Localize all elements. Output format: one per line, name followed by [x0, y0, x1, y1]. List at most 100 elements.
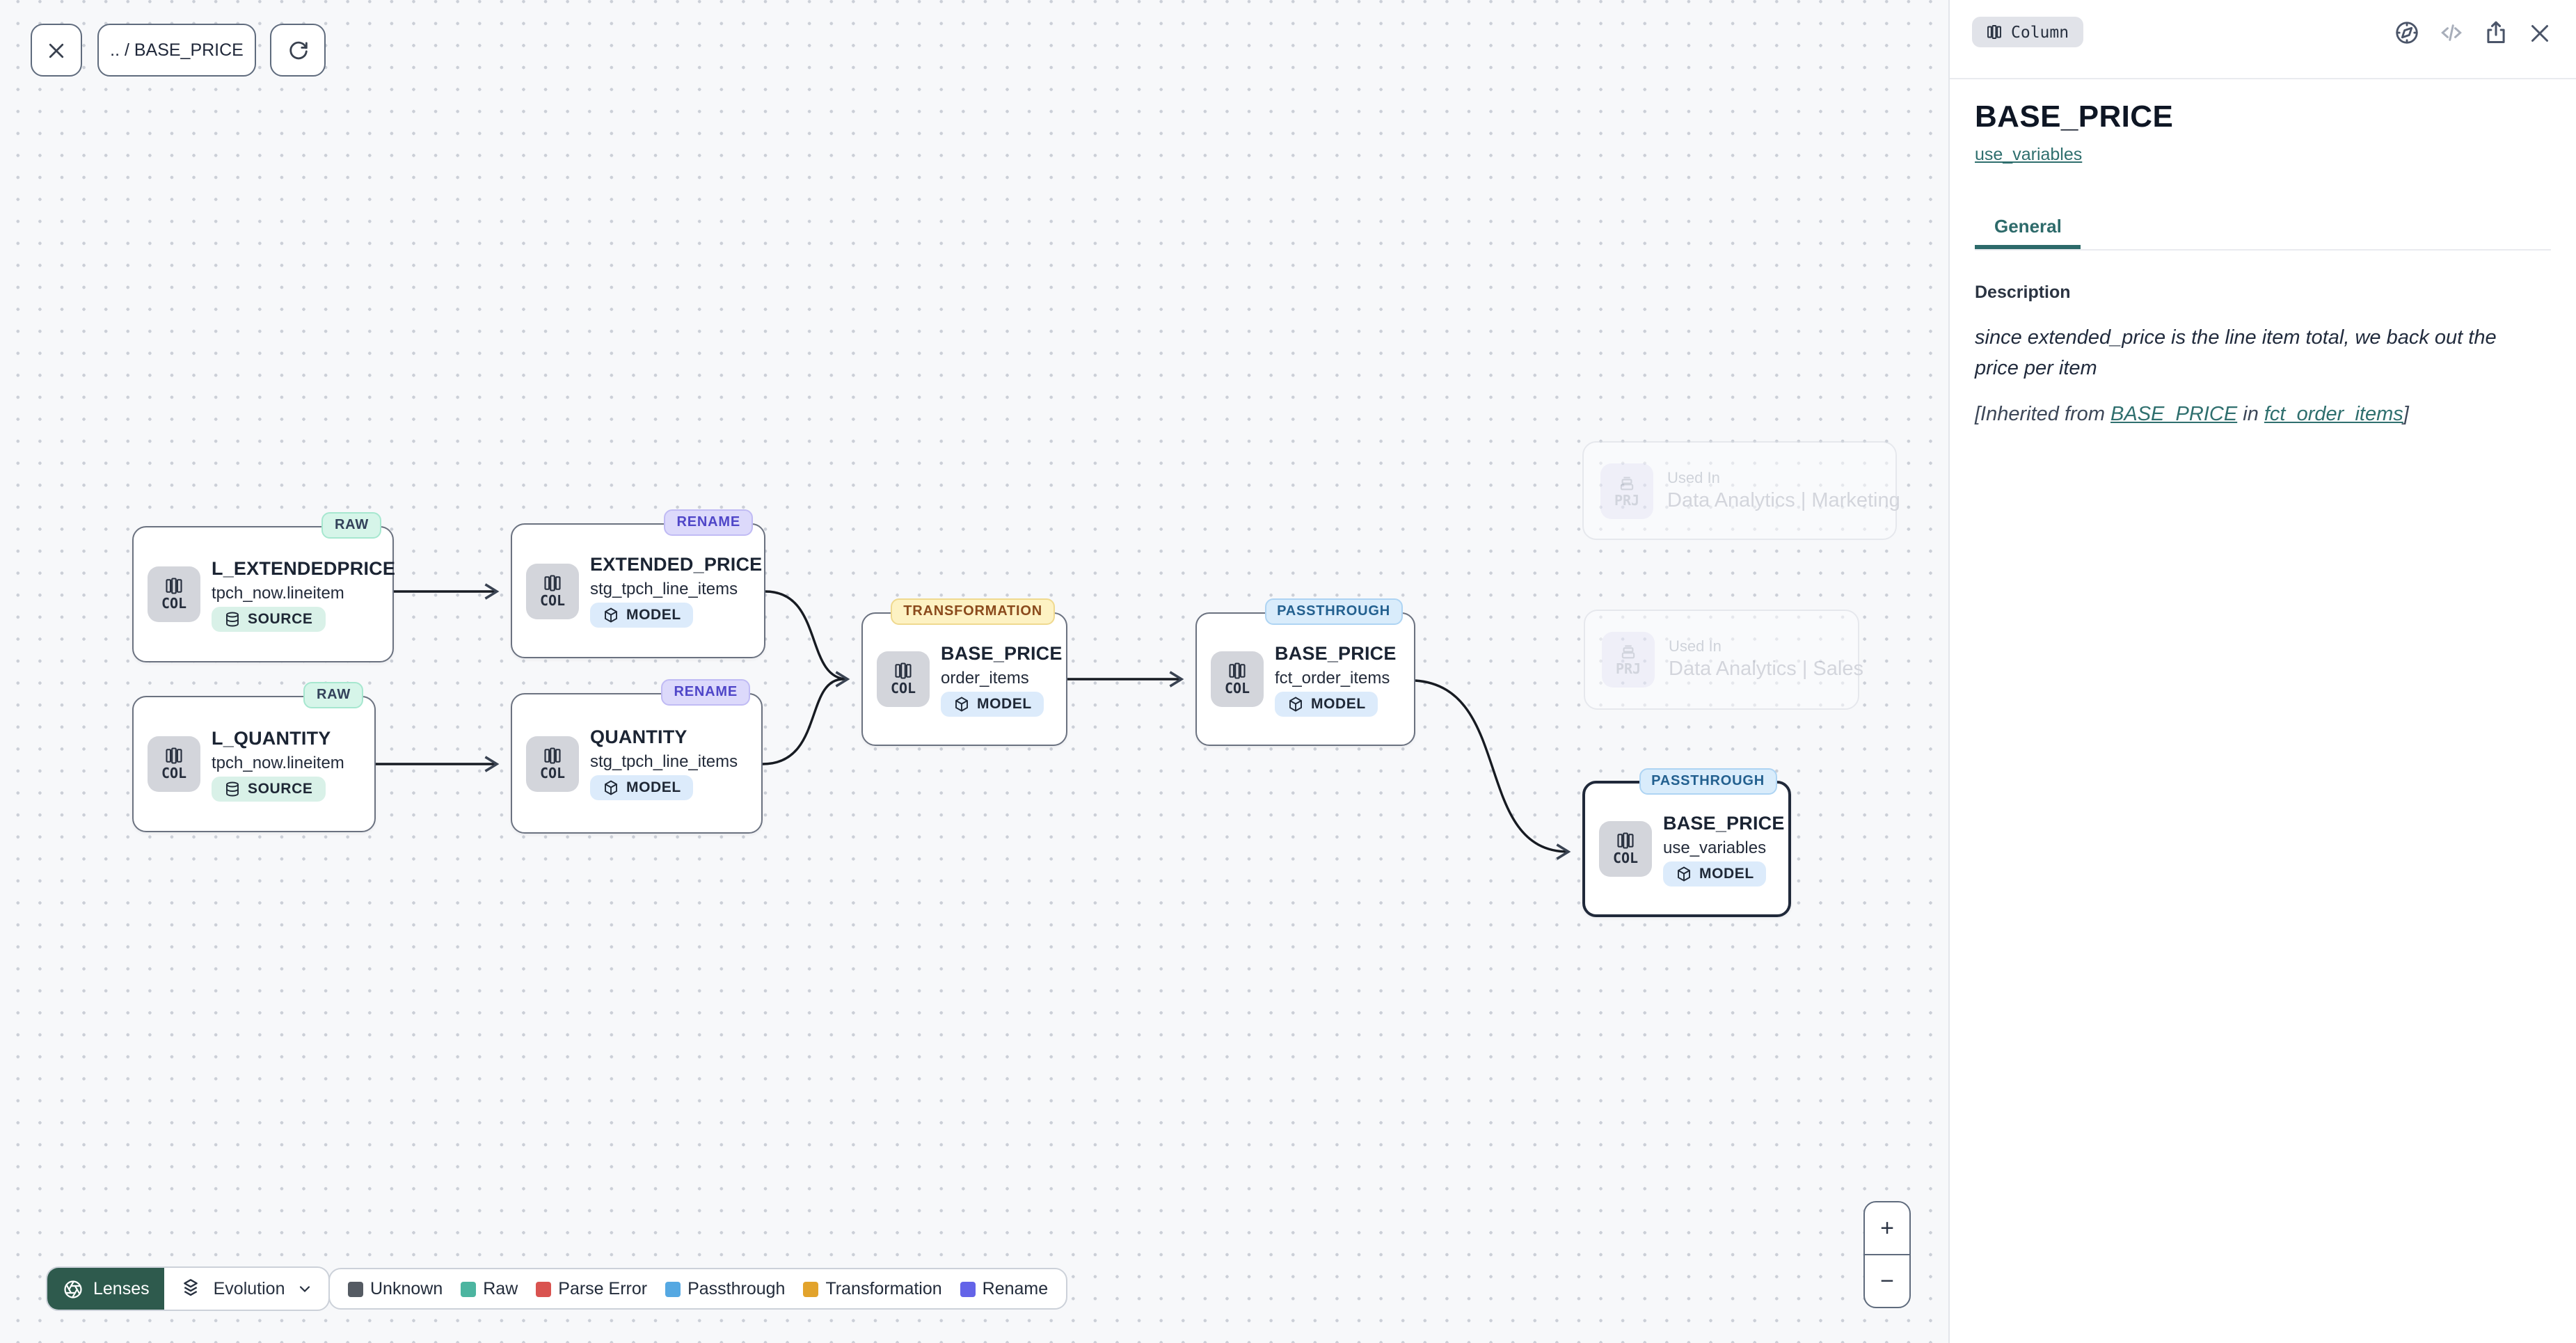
column-chip: COL [1211, 651, 1264, 707]
chevron-down-icon [296, 1280, 313, 1297]
source-chip: SOURCE [212, 776, 326, 801]
entity-type-chip: Column [1972, 17, 2083, 47]
legend-swatch [461, 1281, 477, 1296]
used-in-node-sales[interactable]: PRJ Used In Data Analytics | Sales [1584, 610, 1863, 710]
used-in-label: Used In [1667, 470, 1720, 486]
detail-panel: Column BASE_PRICE use_variables [1948, 0, 2576, 1343]
cube-icon [955, 696, 968, 711]
canvas-zoom-controls: + − [1863, 1201, 1911, 1308]
cube-icon [605, 780, 617, 795]
breadcrumb-label: .. / BASE_PRICE [110, 40, 244, 60]
cube-icon [605, 607, 617, 623]
legend-swatch [536, 1281, 552, 1296]
share-icon[interactable] [2483, 19, 2509, 46]
tab-general[interactable]: General [1975, 205, 2081, 249]
edge-type-legend: Unknown Raw Parse Error Passthrough Tran… [328, 1268, 1068, 1310]
description-heading: Description [1975, 283, 2071, 302]
column-chip: COL [877, 651, 930, 707]
node-badge: PASSTHROUGH [1639, 768, 1777, 795]
column-chip: COL [526, 563, 579, 619]
legend-item-rename: Rename [960, 1279, 1048, 1298]
lineage-node-base-price-fct-order-items[interactable]: PASSTHROUGH COL BASE_PRICE fct_order_ite… [1195, 598, 1415, 746]
inherited-column-link[interactable]: BASE_PRICE [2110, 403, 2238, 426]
legend-item-raw: Raw [461, 1279, 518, 1298]
column-chip: COL [148, 566, 200, 622]
node-badge: RAW [303, 682, 363, 708]
node-badge: RENAME [661, 679, 750, 706]
columns-icon [895, 662, 912, 679]
breadcrumb[interactable]: .. / BASE_PRICE [97, 24, 256, 77]
lineage-node-base-price-order-items[interactable]: TRANSFORMATION COL BASE_PRICE order_item… [861, 598, 1067, 746]
lineage-node-l-extendedprice[interactable]: RAW COL L_EXTENDEDPRICE tpch_now.lineite… [132, 512, 396, 662]
used-in-value: Data Analytics | Sales [1669, 658, 1863, 681]
cube-icon [1289, 696, 1302, 711]
used-in-value: Data Analytics | Marketing [1667, 489, 1900, 511]
legend-swatch [803, 1281, 819, 1296]
columns-icon [166, 747, 182, 764]
lineage-canvas[interactable]: .. / BASE_PRICE RAW COL L_EXTENDEDPRICE … [0, 0, 1948, 1343]
refresh-button[interactable] [270, 24, 326, 77]
lineage-node-extended-price[interactable]: RENAME COL EXTENDED_PRICE stg_tpch_line_… [511, 509, 765, 658]
zoom-in-button[interactable]: + [1880, 1214, 1894, 1241]
legend-item-passthrough: Passthrough [665, 1279, 785, 1298]
node-title: L_EXTENDEDPRICE [212, 557, 396, 578]
legend-item-unknown: Unknown [348, 1279, 443, 1298]
lenses-bar: Lenses Evolution [46, 1266, 330, 1311]
legend-item-transformation: Transformation [803, 1279, 942, 1298]
node-badge: RAW [321, 512, 381, 539]
compass-icon[interactable] [2394, 19, 2420, 46]
lenses-button[interactable]: Lenses [47, 1268, 165, 1310]
layers-icon [180, 1278, 202, 1300]
code-icon[interactable] [2438, 19, 2465, 46]
stacked-boxes-icon [1620, 476, 1634, 490]
refresh-icon [286, 38, 310, 62]
node-subtitle: stg_tpch_line_items [590, 579, 738, 598]
page-title: BASE_PRICE [1975, 99, 2174, 134]
description-text: since extended_price is the line item to… [1975, 327, 2497, 381]
close-icon [46, 40, 67, 61]
node-title: BASE_PRICE [1275, 642, 1397, 663]
legend-swatch [960, 1281, 976, 1296]
node-badge: RENAME [664, 509, 753, 536]
model-chip: MODEL [590, 603, 694, 628]
panel-tabs: General [1975, 205, 2551, 251]
lineage-node-l-quantity[interactable]: RAW COL L_QUANTITY tpch_now.lineitem SOU… [132, 682, 376, 832]
columns-icon [166, 578, 182, 594]
lineage-node-base-price-use-variables-selected[interactable]: PASSTHROUGH COL BASE_PRICE use_variables… [1582, 768, 1791, 917]
inherited-model-link[interactable]: fct_order_items [2264, 403, 2403, 426]
detail-panel-header: Column [1950, 0, 2576, 79]
columns-icon [1229, 662, 1246, 679]
node-subtitle: order_items [941, 667, 1029, 687]
node-subtitle: use_variables [1663, 837, 1767, 857]
column-chip: COL [526, 736, 579, 791]
zoom-out-button[interactable]: − [1865, 1254, 1909, 1307]
model-chip: MODEL [1663, 861, 1767, 886]
model-chip: MODEL [590, 775, 694, 800]
model-chip: MODEL [1275, 691, 1378, 716]
project-chip: PRJ [1602, 632, 1655, 688]
node-title: EXTENDED_PRICE [590, 554, 763, 575]
legend-swatch [348, 1281, 363, 1296]
close-panel-icon[interactable] [2527, 20, 2552, 45]
cube-icon [1678, 866, 1690, 881]
node-title: QUANTITY [590, 726, 687, 747]
database-icon [226, 611, 239, 626]
node-title: BASE_PRICE [1663, 812, 1785, 833]
close-graph-button[interactable] [31, 24, 82, 77]
node-badge: PASSTHROUGH [1264, 598, 1403, 625]
node-subtitle: stg_tpch_line_items [590, 752, 738, 771]
node-title: L_QUANTITY [212, 727, 331, 748]
evolution-dropdown[interactable]: Evolution [165, 1268, 328, 1310]
column-chip: COL [148, 736, 200, 792]
evolution-dropdown-label: Evolution [213, 1279, 285, 1298]
inherited-note: [Inherited from BASE_PRICE in fct_order_… [1975, 403, 2409, 426]
node-title: BASE_PRICE [941, 642, 1063, 663]
model-link[interactable]: use_variables [1975, 145, 2083, 164]
lineage-node-quantity[interactable]: RENAME COL QUANTITY stg_tpch_line_items … [511, 679, 763, 834]
node-subtitle: fct_order_items [1275, 667, 1390, 687]
node-subtitle: tpch_now.lineitem [212, 582, 344, 602]
used-in-node-marketing[interactable]: PRJ Used In Data Analytics | Marketing [1582, 441, 1900, 540]
columns-icon [1617, 832, 1634, 849]
node-subtitle: tpch_now.lineitem [212, 752, 344, 772]
